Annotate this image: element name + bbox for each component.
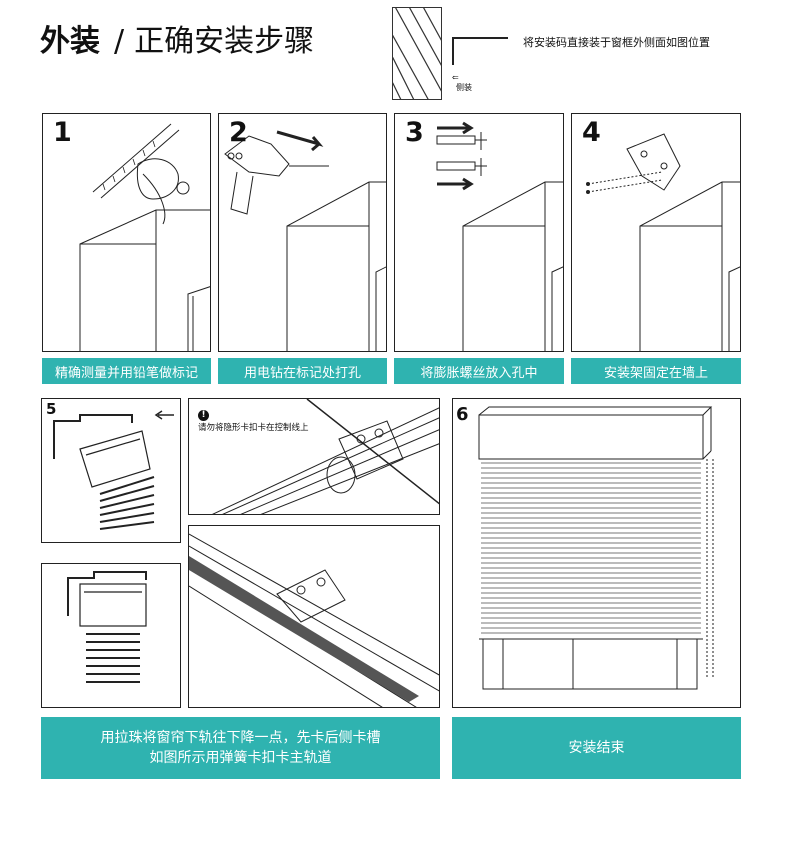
rail-track-detail	[189, 533, 439, 707]
left-arrow-icon: ⇐	[452, 73, 459, 82]
step-5-panel-b	[41, 563, 181, 708]
step-3-panel: 3	[394, 113, 564, 352]
step-5-caption-line-1: 用拉珠将窗帘下轨往下降一点，先卡后侧卡槽	[100, 730, 381, 746]
title-slash: /	[114, 24, 125, 59]
step-5-caption: 用拉珠将窗帘下轨往下降一点，先卡后侧卡槽 如图所示用弹簧卡扣卡主轨道	[41, 717, 440, 779]
step-1-number: 1	[53, 117, 72, 148]
title-rest: 正确安装步骤	[134, 24, 315, 59]
step-2-panel: 2	[218, 113, 387, 352]
step-5-panel-a: 5	[41, 398, 181, 543]
step-5a-illustration	[53, 410, 174, 530]
step-5-detail-top	[188, 398, 440, 515]
step-1-panel: 1	[42, 113, 211, 352]
step-4-illustration	[586, 133, 740, 351]
warning-icon: !	[198, 410, 209, 421]
step-2-number: 2	[229, 117, 248, 148]
step-5b-illustration	[67, 571, 147, 683]
wall-hatch-diagram	[392, 7, 442, 100]
step-5-caption-line-2: 如图所示用弹簧卡扣卡主轨道	[149, 750, 332, 766]
step-2-illustration	[224, 130, 386, 351]
step-4-number: 4	[582, 117, 601, 148]
step-2-caption: 用电钻在标记处打孔	[218, 358, 387, 384]
step-3-number: 3	[405, 117, 424, 148]
warning-note: !请勿将隐形卡扣卡在控制线上	[198, 410, 309, 433]
step-3-illustration	[436, 121, 563, 351]
page-title: 外装 / 正确安装步骤	[40, 22, 314, 62]
step-4-caption: 安装架固定在墙上	[571, 358, 741, 384]
finished-shade-illustration	[478, 406, 714, 690]
step-5-number: 5	[46, 400, 57, 418]
step-6-caption: 安装结束	[452, 717, 741, 779]
side-mount-label: ⇐侧装	[452, 73, 472, 92]
step-5-detail-bottom	[188, 525, 440, 708]
mount-bracket-symbol	[452, 37, 508, 65]
step-6-panel: 6	[452, 398, 741, 708]
mount-note: 将安装码直接装于窗框外侧面如图位置	[523, 36, 710, 49]
hatch-lines	[393, 8, 441, 99]
rail-clip-detail	[212, 399, 439, 514]
title-bold: 外装	[40, 24, 100, 59]
step-1-caption: 精确测量并用铅笔做标记	[42, 358, 211, 384]
step-1-illustration	[79, 123, 210, 351]
step-6-number: 6	[456, 404, 469, 425]
step-3-caption: 将膨胀螺丝放入孔中	[394, 358, 564, 384]
step-4-panel: 4	[571, 113, 741, 352]
